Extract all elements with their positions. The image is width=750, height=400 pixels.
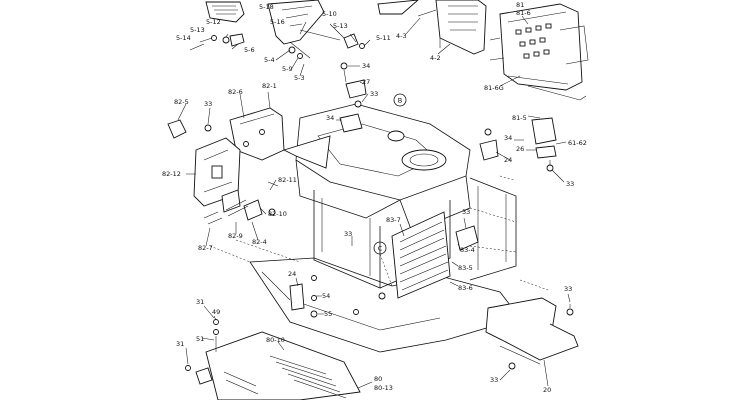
label-33-center: 33 <box>344 230 352 238</box>
label-34-mid: 34 <box>326 114 334 122</box>
label-54: 54 <box>322 292 330 300</box>
reference-markers: B C <box>373 93 407 255</box>
label-82-11: 82-11 <box>278 176 297 184</box>
label-49: 49 <box>212 308 220 316</box>
label-82-6: 82-6 <box>228 88 243 96</box>
label-82-9: 82-9 <box>228 232 243 240</box>
label-5-3: 5-3 <box>294 74 305 82</box>
label-5-14: 5-14 <box>176 34 191 42</box>
core-83 <box>391 211 479 299</box>
label-5-12: 5-12 <box>206 18 221 26</box>
label-33-step-bottom: 33 <box>490 376 498 384</box>
label-82-10: 82-10 <box>268 210 287 218</box>
label-33-left: 33 <box>204 100 212 108</box>
label-5-16: 5-16 <box>270 18 285 26</box>
label-5-9: 5-9 <box>282 65 293 73</box>
label-4-3: 4-3 <box>396 32 407 40</box>
callout-labels: 5-18 5-16 5-12 5-13 5-14 5-6 5-10 5-13 5… <box>162 1 587 394</box>
label-5-10: 5-10 <box>322 10 337 18</box>
side-cover-4 <box>377 0 487 55</box>
leader-lines <box>177 15 571 389</box>
marker-c: C <box>378 245 383 253</box>
main-frame <box>209 103 549 353</box>
label-80-10: 80-10 <box>266 336 285 344</box>
label-33-right: 33 <box>566 180 574 188</box>
label-82-12: 82-12 <box>162 170 181 178</box>
center-bolts <box>339 62 367 133</box>
label-81-6: 81-6 <box>516 9 531 17</box>
label-83-5: 83-5 <box>458 264 473 272</box>
label-34-right: 34 <box>504 134 512 142</box>
label-26: 26 <box>516 145 524 153</box>
label-55: 55 <box>324 310 332 318</box>
label-33-step-top: 33 <box>564 285 572 293</box>
label-61-62: 61-62 <box>568 139 587 147</box>
label-80: 80 <box>374 375 382 383</box>
label-81-6g: 81-6G <box>484 84 504 92</box>
label-31-bottom: 31 <box>176 340 184 348</box>
label-4-2: 4-2 <box>430 54 441 62</box>
label-24-center: 24 <box>288 270 296 278</box>
label-20: 20 <box>543 386 551 394</box>
right-bracket-parts <box>479 117 557 172</box>
label-82-5: 82-5 <box>174 98 189 106</box>
hinge-assembly <box>189 0 365 59</box>
label-82-4: 82-4 <box>252 238 267 246</box>
label-81-5: 81-5 <box>512 114 527 122</box>
label-5-4: 5-4 <box>264 56 275 64</box>
label-33-core: 33 <box>462 208 470 216</box>
label-83-7: 83-7 <box>386 216 401 224</box>
panel-82 <box>167 107 285 225</box>
marker-b: B <box>398 97 402 105</box>
label-82-1: 82-1 <box>262 82 277 90</box>
label-81: 81 <box>516 1 524 9</box>
label-5-11: 5-11 <box>376 34 391 42</box>
cover-80 <box>185 319 361 400</box>
bracket-24-54-55 <box>289 275 318 318</box>
label-82-7: 82-7 <box>198 244 213 252</box>
label-51: 51 <box>196 335 204 343</box>
label-33-top: 33 <box>370 90 378 98</box>
label-5-13-right: 5-13 <box>333 22 348 30</box>
label-27: 27 <box>362 78 370 86</box>
label-5-18: 5-18 <box>259 3 274 11</box>
label-34-top: 34 <box>362 62 370 70</box>
label-24-right: 24 <box>504 156 512 164</box>
bracket-81 <box>489 3 589 101</box>
label-31-top: 31 <box>196 298 204 306</box>
label-83-6: 83-6 <box>458 284 473 292</box>
label-80-13: 80-13 <box>374 384 393 392</box>
label-5-13-left: 5-13 <box>190 26 205 34</box>
step-20 <box>485 297 579 370</box>
label-5-6: 5-6 <box>244 46 255 54</box>
label-83-4: 83-4 <box>460 246 475 254</box>
